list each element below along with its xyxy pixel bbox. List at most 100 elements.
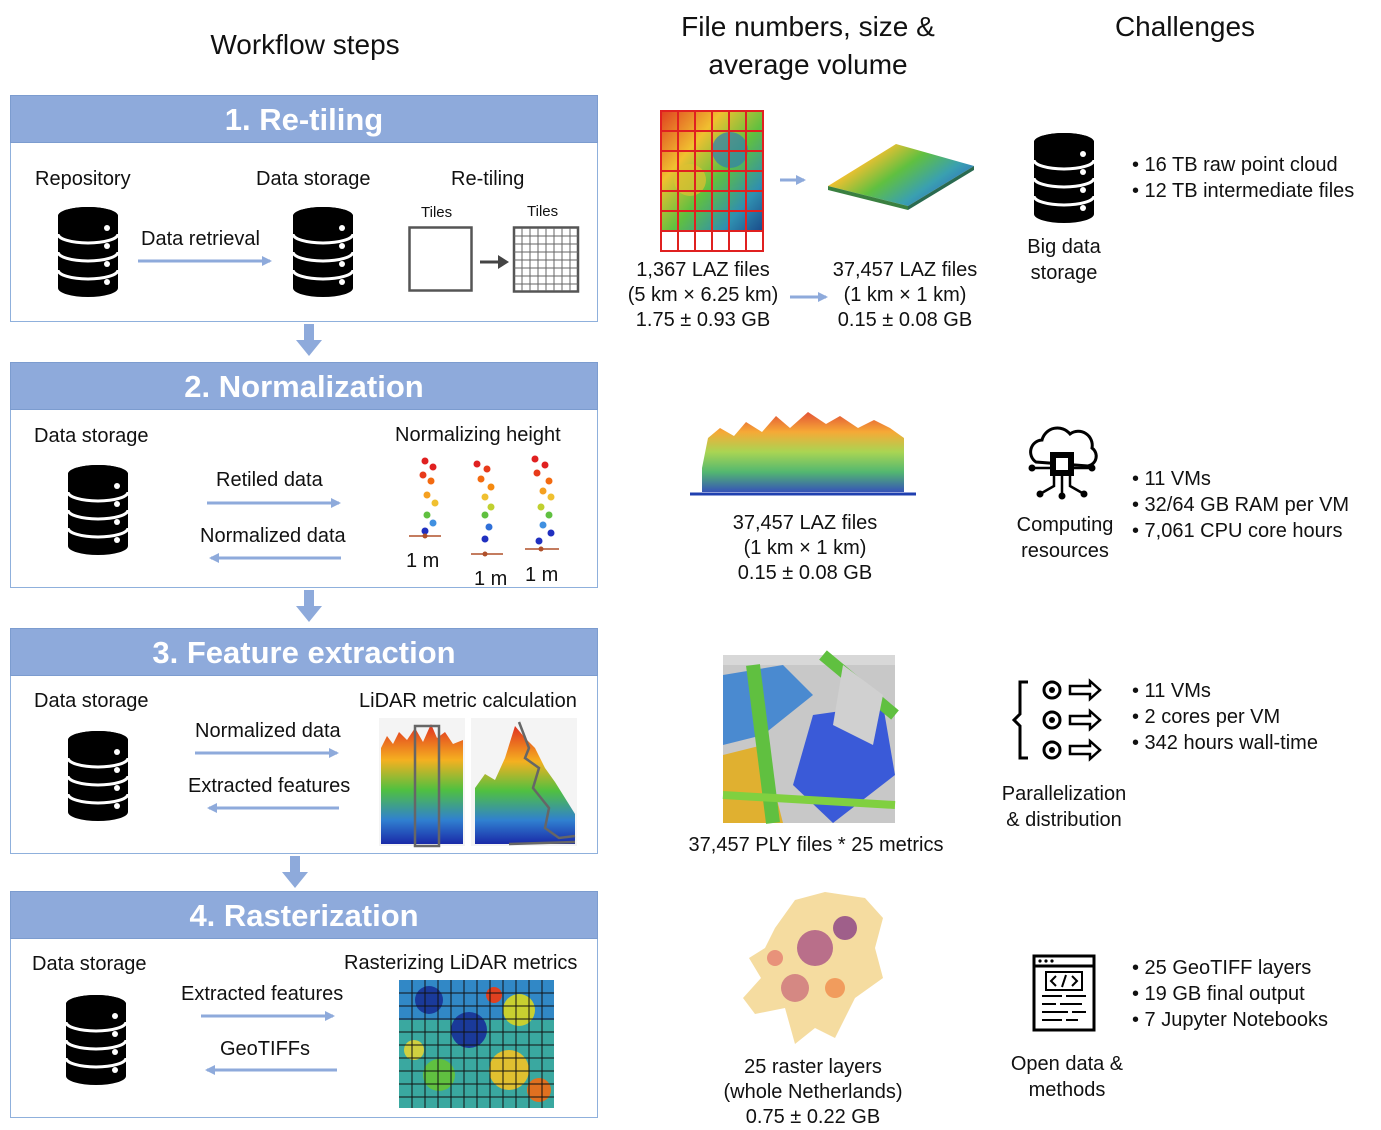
- step3-database-icon: [66, 729, 130, 823]
- files-header-line1: File numbers, size &: [681, 11, 935, 42]
- tiles-label-b: Tiles: [527, 203, 559, 220]
- step2-storage-label: Data storage: [34, 425, 149, 447]
- step1-title: 1. Re-tiling: [10, 95, 598, 143]
- raster-grid-image: [399, 980, 554, 1108]
- down-arrow-1: [296, 324, 322, 356]
- computing-label-line2: resources: [1021, 540, 1109, 562]
- tiling-diagram: [408, 226, 580, 293]
- row3-count: 37,457 PLY files * 25 metrics: [688, 834, 944, 856]
- row4-extent: (whole Netherlands): [723, 1081, 903, 1103]
- retiled-data-arrow: [207, 498, 341, 508]
- normalizing-height-points: [409, 455, 559, 557]
- data-retrieval-arrow: [138, 256, 272, 266]
- computing-bullet-2: • 32/64 GB RAM per VM: [1132, 494, 1350, 516]
- parallelization-bullet-1: • 11 VMs: [1132, 680, 1211, 702]
- open-data-label-line1: Open data &: [1010, 1053, 1124, 1075]
- down-arrow-3: [282, 856, 308, 888]
- step3-storage-label: Data storage: [34, 690, 149, 712]
- row1-right-count: 37,457 LAZ files: [832, 259, 978, 281]
- computing-label-line1: Computing: [1016, 514, 1114, 536]
- step1-repository-label: Repository: [35, 168, 131, 190]
- retiled-data-label: Retiled data: [216, 469, 323, 491]
- big-data-label-line2: storage: [1030, 262, 1098, 284]
- geotiffs-arrow: [205, 1065, 337, 1075]
- step4-title: 4. Rasterization: [10, 891, 598, 939]
- normalized-data-arrow-3: [195, 748, 339, 758]
- extracted-features-arrow-4: [201, 1011, 335, 1021]
- big-data-label: Big data storage: [1004, 234, 1124, 286]
- data-retrieval-label: Data retrieval: [141, 228, 260, 250]
- tiles-label-a: Tiles: [421, 204, 453, 221]
- open-data-bullet-2: • 19 GB final output: [1132, 983, 1305, 1005]
- parallelization-label: Parallelization & distribution: [996, 781, 1132, 833]
- step1-storage-label: Data storage: [256, 168, 371, 190]
- step4-database-icon: [64, 993, 128, 1087]
- normalized-data-label-3: Normalized data: [195, 720, 341, 742]
- step2-database-icon: [66, 463, 130, 557]
- computing-label: Computing resources: [1004, 512, 1126, 564]
- open-data-label-line2: methods: [1028, 1079, 1106, 1101]
- repository-database-icon: [56, 205, 120, 299]
- computing-bullet-1: • 11 VMs: [1132, 468, 1211, 490]
- row1-left-size: 1.75 ± 0.93 GB: [635, 309, 771, 331]
- normalized-data-arrow: [209, 553, 341, 563]
- challenges-header: Challenges: [1114, 11, 1256, 42]
- row4-stats: 25 raster layers (whole Netherlands) 0.7…: [700, 1055, 926, 1130]
- row1-left-extent: (5 km × 6.25 km): [627, 284, 779, 306]
- big-data-bullet-1: • 16 TB raw point cloud: [1132, 154, 1338, 176]
- big-data-database-icon: [1032, 131, 1096, 225]
- computing-bullet-3: • 7,061 CPU core hours: [1132, 520, 1343, 542]
- big-data-bullet-2: • 12 TB intermediate files: [1132, 180, 1355, 202]
- files-header-line2: average volume: [708, 49, 908, 80]
- step2-title: 2. Normalization: [10, 362, 598, 410]
- row1-right-size: 0.15 ± 0.08 GB: [837, 309, 973, 331]
- parallelization-bullet-2: • 2 cores per VM: [1132, 706, 1281, 728]
- lidar-metric-label: LiDAR metric calculation: [359, 690, 577, 712]
- code-document-icon: [1032, 954, 1096, 1032]
- big-data-bullets: • 16 TB raw point cloud • 12 TB intermed…: [1132, 152, 1354, 204]
- parallelization-bullets: • 11 VMs • 2 cores per VM • 342 hours wa…: [1132, 678, 1318, 756]
- workflow-header: Workflow steps: [210, 29, 400, 60]
- big-data-label-line1: Big data: [1027, 236, 1101, 258]
- row4-count: 25 raster layers: [744, 1056, 882, 1078]
- height-label-3: 1 m: [525, 564, 559, 586]
- geotiffs-label: GeoTIFFs: [220, 1038, 311, 1060]
- extracted-features-label-3: Extracted features: [188, 775, 351, 797]
- row2-extent: (1 km × 1 km): [743, 537, 867, 559]
- row1-stats-arrow: [790, 292, 828, 302]
- laz-tiles-map-image: [660, 110, 764, 252]
- row4-size: 0.75 ± 0.22 GB: [745, 1106, 881, 1128]
- row2-stats: 37,457 LAZ files (1 km × 1 km) 0.15 ± 0.…: [718, 511, 892, 586]
- open-data-bullet-1: • 25 GeoTIFF layers: [1132, 957, 1312, 979]
- netherlands-map-image: [743, 892, 883, 1044]
- rasterizing-label: Rasterizing LiDAR metrics: [344, 952, 578, 974]
- row1-left-count: 1,367 LAZ files: [636, 259, 770, 281]
- step1-retiling-label: Re-tiling: [451, 168, 525, 190]
- down-arrow-2: [296, 590, 322, 622]
- lidar-metric-images: [379, 718, 577, 848]
- extracted-features-label-4: Extracted features: [181, 983, 344, 1005]
- parallelization-label-line2: & distribution: [1006, 809, 1122, 831]
- open-data-label: Open data & methods: [1004, 1051, 1130, 1103]
- parallelization-label-line1: Parallelization: [1001, 783, 1127, 805]
- row2-size: 0.15 ± 0.08 GB: [737, 562, 873, 584]
- cloud-chip-icon: [1028, 426, 1098, 500]
- single-tile-3d-image: [828, 144, 974, 210]
- row1-right-stats: 37,457 LAZ files (1 km × 1 km) 0.15 ± 0.…: [820, 258, 990, 333]
- normalized-data-label: Normalized data: [200, 525, 346, 547]
- height-label-1: 1 m: [406, 550, 440, 572]
- ply-metric-map-image: [722, 650, 899, 824]
- parallelization-bullet-3: • 342 hours wall-time: [1132, 732, 1318, 754]
- extracted-features-arrow-3: [207, 803, 339, 813]
- storage-database-icon: [291, 205, 355, 299]
- open-data-bullets: • 25 GeoTIFF layers • 19 GB final output…: [1132, 955, 1328, 1033]
- row1-small-arrow: [780, 175, 806, 185]
- open-data-bullet-3: • 7 Jupyter Notebooks: [1132, 1009, 1328, 1031]
- row2-count: 37,457 LAZ files: [732, 512, 878, 534]
- height-label-2: 1 m: [474, 568, 508, 590]
- point-cloud-trees-image: [690, 412, 916, 496]
- row1-left-stats: 1,367 LAZ files (5 km × 6.25 km) 1.75 ± …: [618, 258, 788, 333]
- row3-stats: 37,457 PLY files * 25 metrics: [666, 833, 966, 858]
- row1-right-extent: (1 km × 1 km): [843, 284, 967, 306]
- step2-normalizing-label: Normalizing height: [395, 424, 561, 446]
